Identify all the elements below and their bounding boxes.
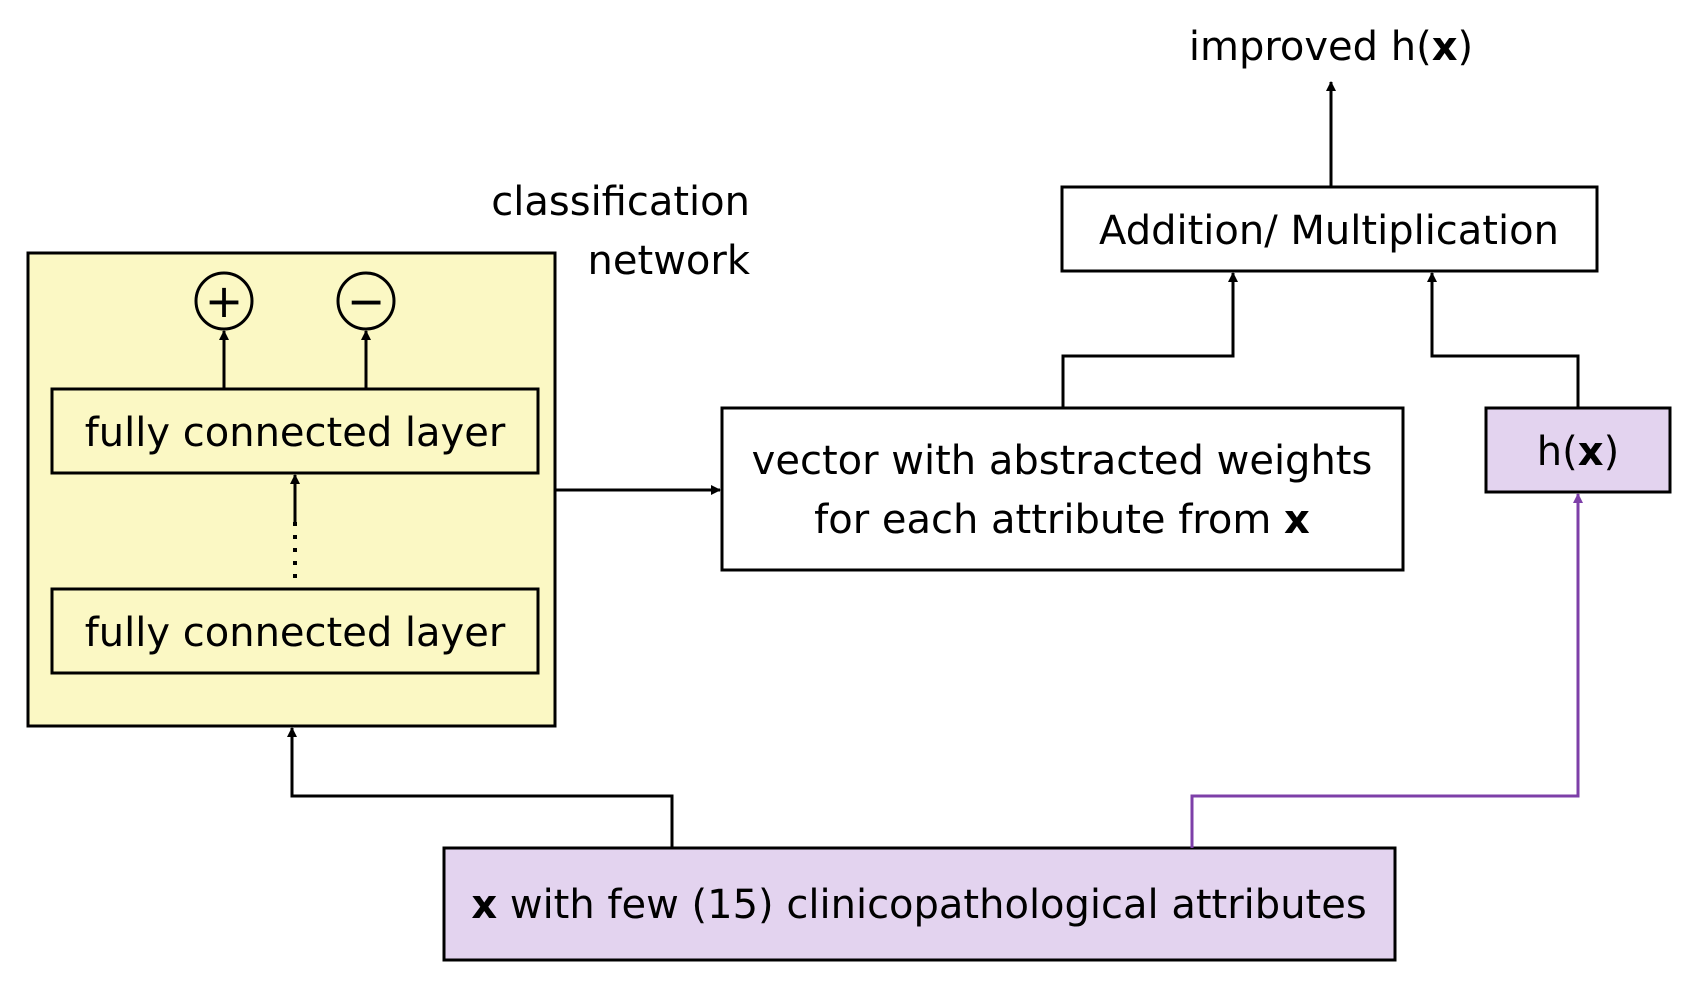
plus-symbol: +	[205, 274, 244, 328]
arrow-input-to-hx	[1190, 493, 1583, 848]
weights-vector-line2: for each attribute from x	[814, 497, 1310, 543]
input-attributes-label: x with few (15) clinicopathological attr…	[471, 882, 1366, 928]
fc-layer-top-label: fully connected layer	[85, 410, 506, 456]
addition-multiplication-box	[1060, 185, 1599, 273]
minus-symbol: −	[347, 274, 386, 328]
weights-vector-box	[720, 406, 1405, 572]
hx-box	[1484, 406, 1672, 494]
network-title-line2: network	[588, 238, 751, 284]
plus-circle	[194, 271, 254, 331]
minus-output-node: −	[336, 271, 396, 331]
fc-layer-top-box	[50, 387, 540, 475]
weights-vector-line1: vector with abstracted weights	[752, 438, 1373, 484]
arrow-hx-to-combine	[1427, 272, 1580, 408]
arrow-weights-to-combine	[1061, 272, 1238, 408]
addition-multiplication-label: Addition/ Multiplication	[1099, 208, 1559, 254]
hx-label: h(x)	[1537, 429, 1619, 475]
arrow-input-to-network	[287, 727, 674, 848]
output-label: improved h(x)	[1189, 24, 1473, 70]
fc-layer-bottom-box	[50, 587, 540, 675]
plus-output-node: +	[194, 271, 254, 331]
fc-layer-bottom-label: fully connected layer	[85, 610, 506, 656]
network-title-line1: classification	[491, 179, 750, 225]
minus-circle	[336, 271, 396, 331]
input-attributes-box	[442, 846, 1397, 962]
